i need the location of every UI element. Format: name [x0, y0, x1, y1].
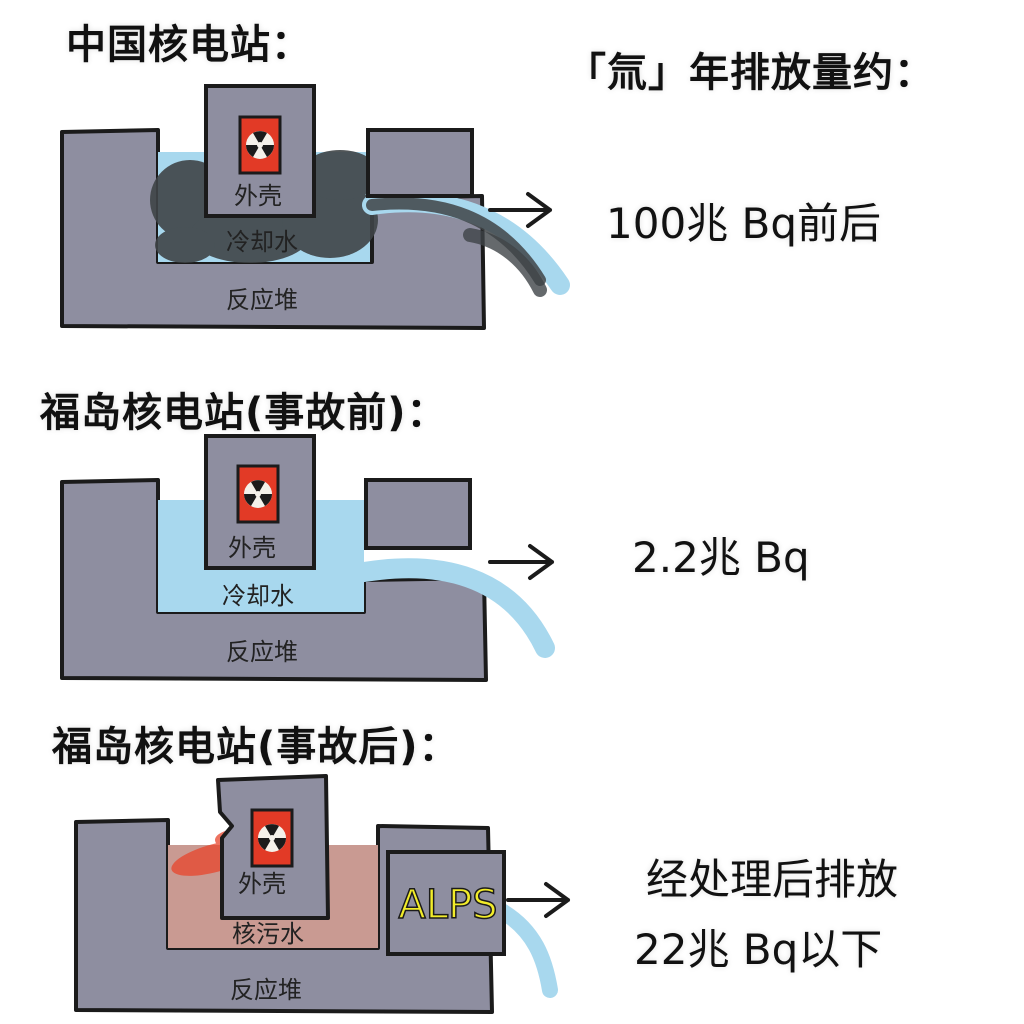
arrow-right-icon	[506, 882, 570, 918]
fukushima-after-diagram: ALPS 外壳 核污水 反应堆	[74, 774, 570, 1014]
section-1-value: 100兆 Bq前后	[606, 199, 881, 248]
reactor-label: 反应堆	[226, 286, 298, 314]
radiation-icon	[250, 808, 294, 868]
water-label: 冷却水	[222, 582, 294, 610]
arrow-right-icon	[488, 192, 552, 228]
outflow-stream	[354, 558, 555, 658]
section-3-value-line-1: 经处理后排放	[646, 855, 899, 904]
alps-label: ALPS	[398, 882, 497, 928]
arrow-right-icon	[488, 544, 554, 580]
fukushima-before-diagram: 外壳 冷却水 反应堆	[60, 434, 555, 682]
shell-label: 外壳	[238, 870, 286, 898]
section-3-value-line-2: 22兆 Bq以下	[634, 925, 883, 974]
section-1-title: 中国核电站：	[66, 22, 312, 68]
radiation-icon	[236, 464, 280, 524]
reactor-label: 反应堆	[226, 638, 298, 666]
china-plant-diagram: 外壳 冷却水 反应堆	[60, 84, 570, 330]
water-label: 冷却水	[226, 228, 298, 256]
emission-header: 「氚」年排放量约：	[566, 50, 935, 96]
outflow-stream	[492, 902, 558, 998]
water-label: 核污水	[232, 920, 304, 948]
shell-label: 外壳	[228, 534, 276, 562]
side-block	[364, 478, 472, 550]
radiation-icon	[238, 115, 282, 175]
alps-filter-box	[386, 850, 506, 956]
section-2-title: 福岛核电站(事故前)：	[40, 390, 448, 436]
side-block	[366, 128, 474, 198]
reactor-label: 反应堆	[230, 976, 302, 1004]
shell-label: 外壳	[234, 182, 282, 210]
section-3-title: 福岛核电站(事故后)：	[52, 724, 460, 770]
section-2-value: 2.2兆 Bq	[632, 533, 810, 582]
